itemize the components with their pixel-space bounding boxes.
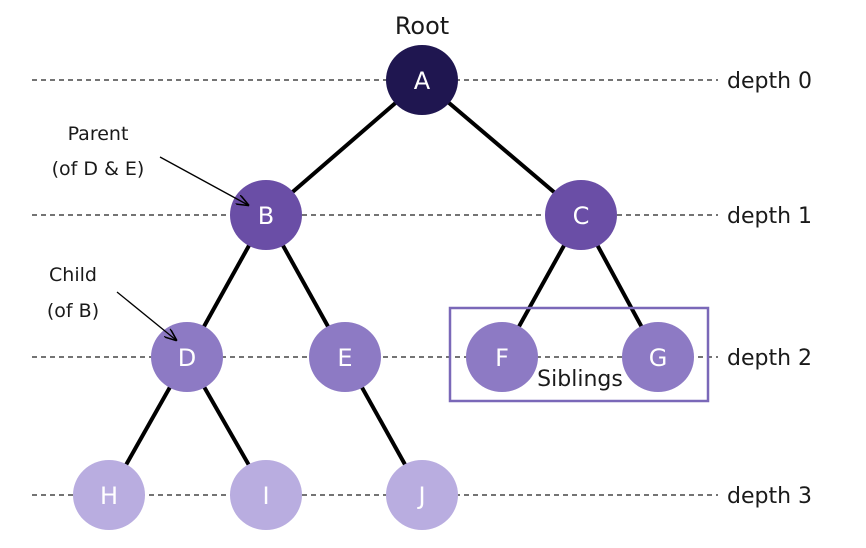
node-label-F: F [495,344,509,372]
depth-label-3: depth 3 [727,484,812,509]
node-circle-C [545,180,617,250]
depth-labels: depth 0 depth 1 depth 2 depth 3 [727,69,812,509]
node-C: C [545,180,617,250]
node-B: B [230,180,302,250]
node-D: D [151,322,223,392]
node-circle-G [622,322,694,392]
depth-label-2: depth 2 [727,346,812,371]
root-title: Root [395,12,449,40]
node-label-E: E [337,344,352,372]
node-label-D: D [178,344,196,372]
node-circle-F [466,322,538,392]
node-circle-J [386,460,458,530]
parent-label-line2: (of D & E) [52,158,145,180]
node-label-C: C [573,202,590,230]
node-circle-I [230,460,302,530]
parent-arrow [159,156,248,205]
node-label-G: G [649,344,668,372]
tree-nodes: A B C D E F G H I J [73,45,694,530]
child-label-line2: (of B) [47,300,99,322]
node-circle-A [386,45,458,115]
node-H: H [73,460,145,530]
node-I: I [230,460,302,530]
child-label-line1: Child [49,264,97,286]
node-label-H: H [100,482,118,510]
depth-label-1: depth 1 [727,204,812,229]
node-A: A [386,45,458,115]
node-F: F [466,322,538,392]
depth-label-0: depth 0 [727,69,812,94]
node-E: E [309,322,381,392]
node-J: J [386,460,458,530]
tree-edges [107,78,660,496]
node-circle-E [309,322,381,392]
node-circle-H [73,460,145,530]
siblings-label: Siblings [537,367,623,392]
parent-label-line1: Parent [68,123,129,145]
siblings-box [448,306,710,403]
node-label-I: I [262,482,269,510]
node-label-B: B [258,202,274,230]
node-G: G [622,322,694,392]
node-label-A: A [414,67,431,95]
child-arrow [116,291,176,340]
depth-guide-lines [32,79,718,496]
node-label-J: J [416,482,425,510]
